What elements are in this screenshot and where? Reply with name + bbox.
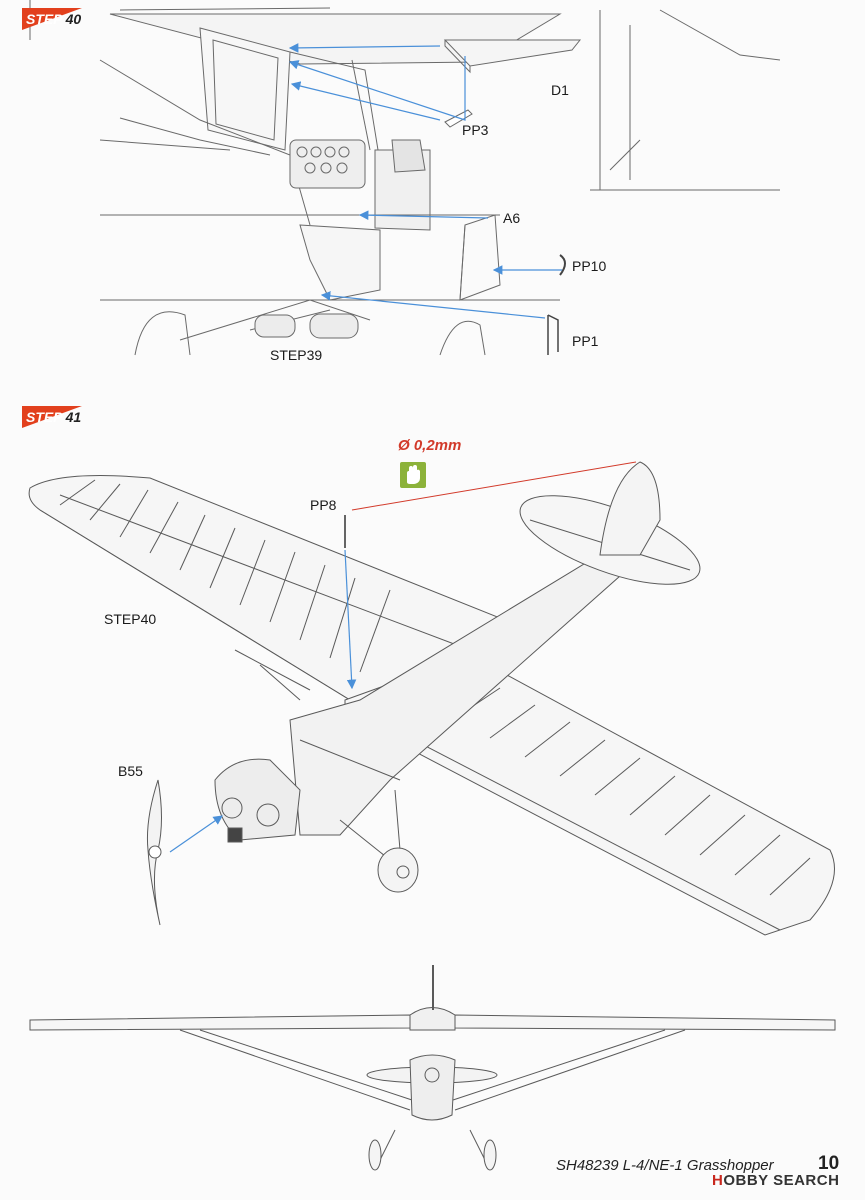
- step-number: 41: [65, 409, 82, 425]
- step-41-badge: STEP 41: [22, 406, 82, 428]
- step-word: STEP: [26, 409, 63, 425]
- part-label-d1: D1: [551, 82, 569, 98]
- front-view-aircraft: [29, 965, 836, 1171]
- wire-diameter-label: Ø 0,2mm: [398, 437, 462, 454]
- part-label-a6: A6: [503, 210, 521, 226]
- step-40-badge: STEP 40: [22, 8, 82, 30]
- step41-arrows: [169, 461, 637, 853]
- part-label-b55: B55: [118, 763, 143, 779]
- step40-arrows: [288, 43, 562, 319]
- step40-illustration: [29, 0, 781, 356]
- watermark-brand-h: H: [712, 1172, 724, 1189]
- step41-aircraft: [28, 461, 835, 936]
- footer-title: SH48239 L-4/NE-1 Grasshopper: [556, 1157, 774, 1174]
- step-number: 40: [65, 11, 82, 27]
- step-ref-step39: STEP39: [270, 347, 323, 363]
- step-ref-step40: STEP40: [104, 611, 157, 627]
- watermark-logo: HOBBY SEARCH: [712, 1172, 839, 1189]
- page-number: 10: [818, 1153, 840, 1174]
- watermark-brand-rest: OBBY SEARCH: [723, 1172, 840, 1189]
- step-word: STEP: [26, 11, 63, 27]
- hand-icon: [400, 462, 426, 488]
- part-label-pp1: PP1: [572, 333, 599, 349]
- part-label-pp10: PP10: [572, 258, 607, 274]
- step-badge-triangle: [22, 406, 82, 428]
- part-label-pp8: PP8: [310, 497, 337, 513]
- step-badge-triangle: [22, 8, 82, 30]
- part-label-pp3: PP3: [462, 122, 489, 138]
